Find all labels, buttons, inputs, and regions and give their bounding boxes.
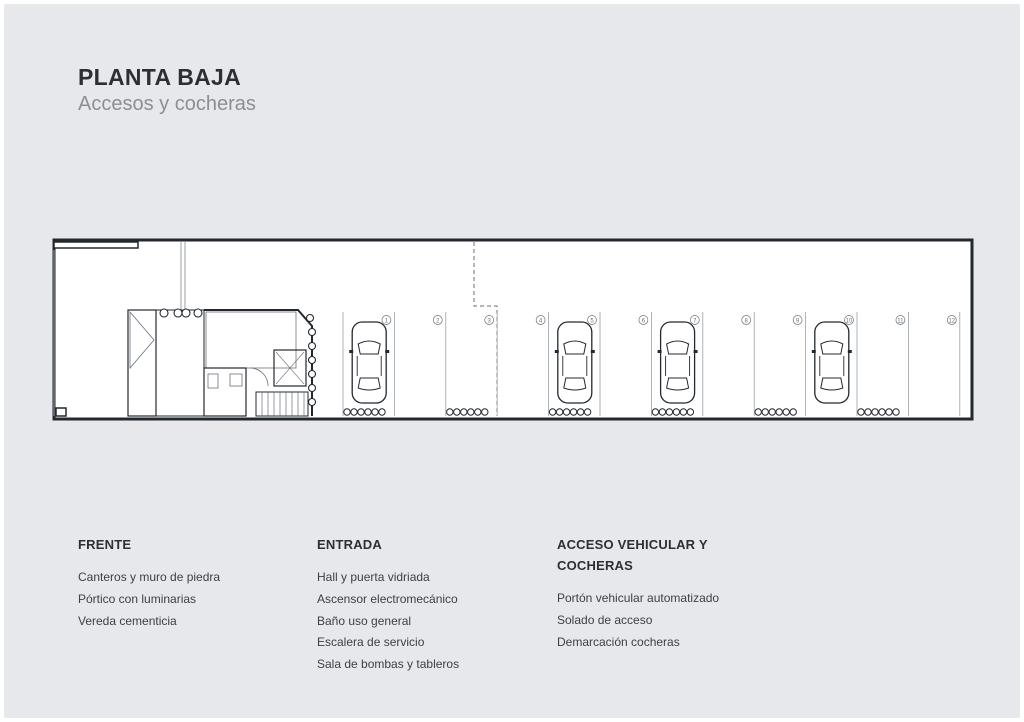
planter <box>378 408 386 416</box>
section-frente-item: Pórtico con luminarias <box>78 591 197 606</box>
planter <box>878 408 886 416</box>
parking-number-badge <box>638 315 649 325</box>
car-icon <box>657 321 698 404</box>
parking-number-badge <box>535 315 546 325</box>
parking-number-badge <box>792 315 803 325</box>
car-icon <box>811 321 852 404</box>
planter <box>343 408 351 416</box>
planter <box>885 408 893 416</box>
section-acceso-item: Solado de acceso <box>557 612 653 627</box>
planter <box>576 408 585 416</box>
planter <box>672 408 681 416</box>
parking-number-badge <box>741 315 752 325</box>
planter <box>460 408 468 416</box>
page-subtitle: Accesos y cocheras <box>78 93 256 115</box>
planter <box>789 408 797 416</box>
parking-number-badge <box>844 315 854 325</box>
section-entrada-heading: ENTRADA <box>317 537 382 552</box>
parking-number-badge <box>895 315 906 325</box>
planter <box>658 408 667 416</box>
planter <box>446 408 454 416</box>
plan-entrance-block <box>127 308 317 417</box>
parking-number: 12 <box>948 318 955 324</box>
section-frente-item: Canteros y muro de piedra <box>78 570 221 584</box>
plan-front-gate-left <box>53 241 139 249</box>
planter <box>467 408 475 416</box>
parking-number: 10 <box>846 318 853 324</box>
planter <box>555 408 564 416</box>
section-entrada-item: Baño uso general <box>317 613 412 628</box>
planter <box>892 408 900 416</box>
section-frente-item: Vereda cementicia <box>78 613 177 628</box>
parking-number-badge <box>689 315 700 325</box>
planter <box>651 408 660 416</box>
section-acceso-item: Portón vehicular automatizado <box>557 591 720 605</box>
parking-number-badge <box>946 315 957 325</box>
planter <box>357 408 365 416</box>
planter <box>686 408 695 416</box>
planter <box>474 408 482 416</box>
car-icon <box>349 321 390 404</box>
planter <box>768 408 776 416</box>
parking-number: 7 <box>693 318 697 324</box>
planter <box>754 408 762 416</box>
planter <box>453 408 461 416</box>
parking-number: 2 <box>436 318 440 324</box>
planter <box>350 408 358 416</box>
parking-number: 6 <box>642 318 646 324</box>
planter <box>761 408 769 416</box>
parking-number: 5 <box>590 318 594 324</box>
section-acceso-item: Demarcación cocheras <box>557 634 680 649</box>
parking-number: 1 <box>385 318 389 324</box>
section-frente: FRENTE Canteros y muro de piedra Pórtico… <box>78 534 220 632</box>
page-title: PLANTA BAJA <box>78 64 242 90</box>
parking-number: 8 <box>745 318 749 324</box>
section-entrada-item: Hall y puerta vidriada <box>317 570 430 584</box>
planter <box>871 408 879 416</box>
planter <box>364 408 372 416</box>
parking-number: 11 <box>897 318 904 324</box>
planter <box>857 408 865 416</box>
section-frente-heading: FRENTE <box>78 537 132 552</box>
planter <box>371 408 379 416</box>
planter <box>679 408 688 416</box>
plan-front-post <box>55 407 67 417</box>
section-acceso: ACCESO VEHICULAR Y COCHERAS Portón vehic… <box>557 534 757 653</box>
parking-number-badge <box>432 315 443 325</box>
planter <box>864 408 872 416</box>
section-entrada-item: Escalera de servicio <box>317 635 425 650</box>
parking-number-badge <box>587 315 597 325</box>
planter <box>481 408 489 416</box>
planter <box>775 408 783 416</box>
parking-number: 4 <box>539 318 543 324</box>
parking-number-badge <box>381 315 392 325</box>
parking-number-badge <box>484 315 495 325</box>
section-entrada-item: Sala de bombas y tableros <box>317 657 460 672</box>
planter <box>665 408 674 416</box>
planter <box>569 408 578 416</box>
section-entrada: ENTRADA Hall y puerta vidriada Ascensor … <box>317 534 459 676</box>
planter <box>562 408 571 416</box>
planter <box>583 408 592 416</box>
parking-number: 3 <box>488 318 492 324</box>
car-icon <box>554 321 595 404</box>
section-acceso-heading: ACCESO VEHICULAR Y COCHERAS <box>557 537 708 573</box>
planter <box>782 408 790 416</box>
section-entrada-item: Ascensor electromecánico <box>317 591 458 606</box>
planter <box>548 408 557 416</box>
parking-number: 9 <box>796 318 800 324</box>
